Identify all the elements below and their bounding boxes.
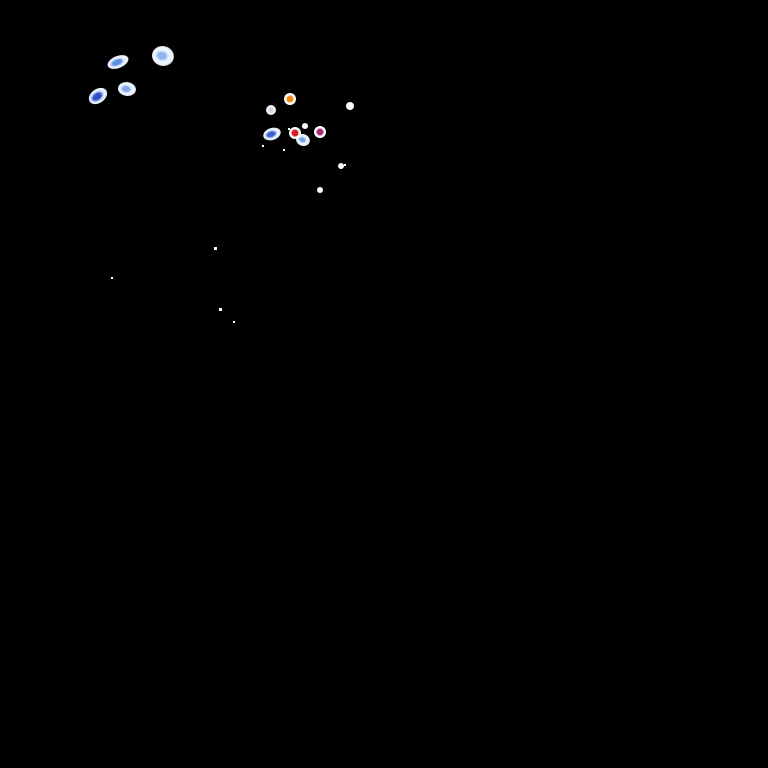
speck-02 [111,277,113,279]
speck-06 [344,164,346,166]
speck-01 [214,247,217,250]
speck-08 [262,145,264,147]
speck-05 [288,128,290,130]
speck-07 [283,149,285,151]
speck-04 [233,321,235,323]
speck-03 [219,308,222,311]
